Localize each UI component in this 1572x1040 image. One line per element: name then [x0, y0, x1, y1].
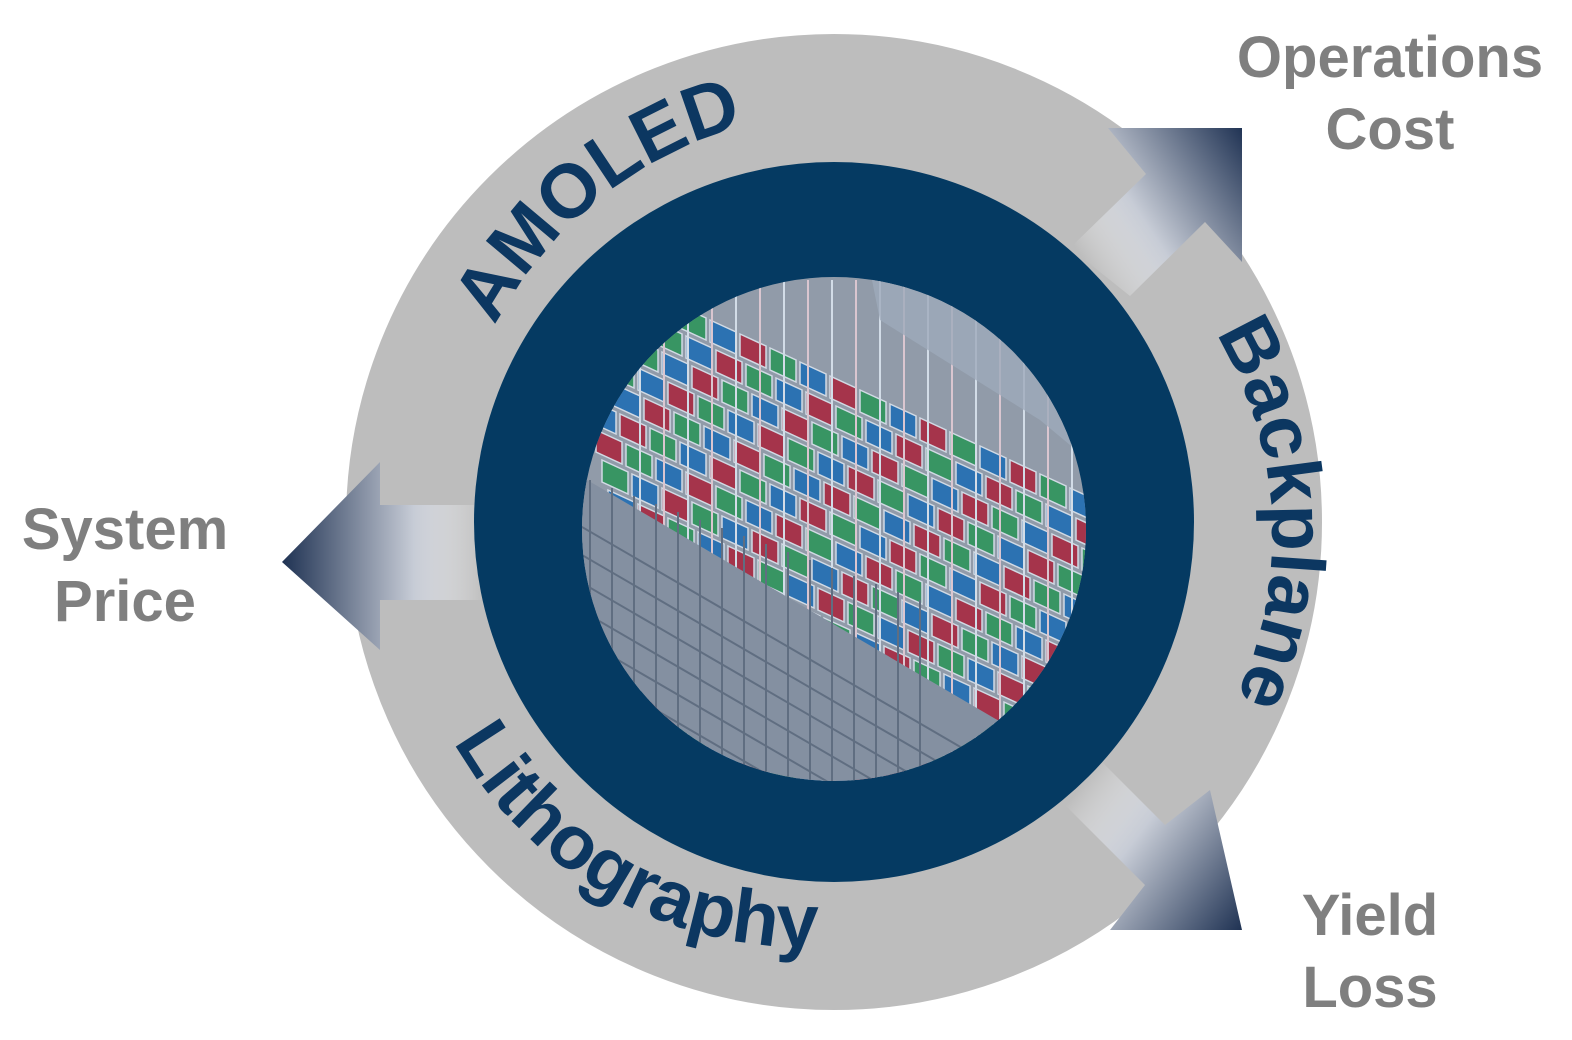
outcome-operations-cost-line2: Cost [1325, 97, 1455, 162]
outcome-yield-loss: Yield Loss [1280, 880, 1460, 1024]
gradient-arrow-icon-yield-loss [1060, 760, 1242, 930]
outcome-yield-loss-line1: Yield [1301, 883, 1439, 948]
outcome-operations-cost: Operations Cost [1212, 22, 1568, 166]
gradient-arrow-icon-operations-cost [1070, 128, 1242, 296]
outcome-system-price: System Price [0, 494, 250, 638]
gradient-arrow-icon-system-price [282, 462, 490, 650]
outcome-system-price-line1: System [21, 497, 229, 562]
outcome-operations-cost-line1: Operations [1236, 25, 1544, 90]
outcome-system-price-line2: Price [54, 569, 196, 634]
outcome-yield-loss-line2: Loss [1302, 955, 1438, 1020]
